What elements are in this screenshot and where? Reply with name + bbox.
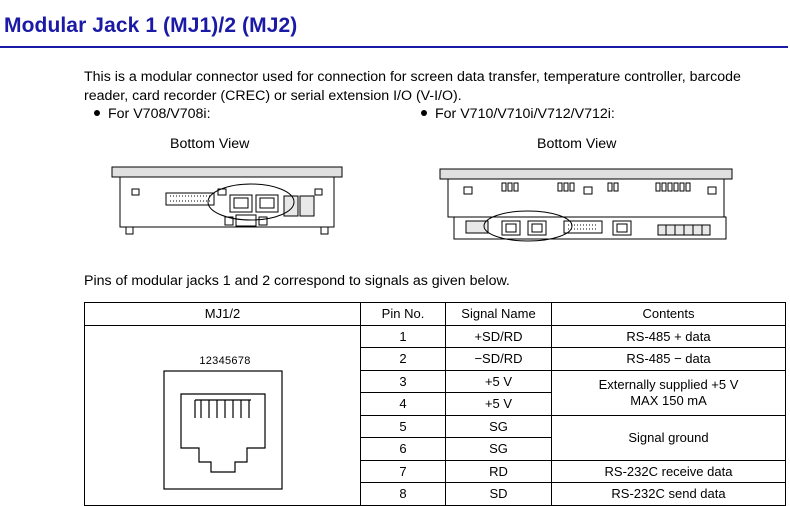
header-contents: Contents: [551, 302, 786, 326]
v708-bottom-view-diagram: [111, 166, 343, 235]
signal-name: −SD/RD: [445, 347, 552, 371]
signal-name: +5 V: [445, 392, 552, 416]
contents: Externally supplied +5 V MAX 150 mA: [551, 369, 786, 416]
table-row: 12345678 1: [84, 324, 786, 506]
pin-no: 7: [360, 459, 446, 483]
table-row: 3 +5 V Externally supplied +5 V MAX 150 …: [85, 369, 786, 416]
pin-no: 5: [360, 414, 446, 438]
view-label-v708: Bottom View: [170, 136, 250, 152]
title-underline: [0, 46, 788, 48]
bullet-dot-icon: [94, 110, 100, 117]
header-jack: MJ1/2: [84, 302, 361, 326]
pin-table: MJ1/2 Pin No. Signal Name Contents 12345…: [84, 302, 786, 506]
header-signal: Signal Name: [445, 302, 552, 326]
table-row: 7 RD RS-232C receive data: [85, 459, 786, 483]
signal-name: SG: [445, 414, 552, 438]
contents: RS-232C send data: [551, 482, 786, 506]
pins-sentence: Pins of modular jacks 1 and 2 correspond…: [84, 273, 510, 289]
table-header-row: MJ1/2 Pin No. Signal Name Contents: [84, 302, 786, 326]
signal-name: +SD/RD: [445, 324, 552, 348]
header-pin: Pin No.: [360, 302, 446, 326]
contents: RS-485 − data: [551, 347, 786, 371]
table-row: 8 SD RS-232C send data: [85, 482, 786, 506]
signal-name: SG: [445, 437, 552, 461]
pin-no: 8: [360, 482, 446, 506]
pin-numbers-label: 12345678: [199, 355, 250, 367]
bullet-dot-icon: [421, 110, 427, 117]
bullet-v708: For V708/V708i:: [94, 106, 211, 122]
pin-no: 2: [360, 347, 446, 371]
pin-no: 3: [360, 369, 446, 393]
signal-name: +5 V: [445, 369, 552, 393]
signal-name: SD: [445, 482, 552, 506]
contents: RS-232C receive data: [551, 459, 786, 483]
bullet-v710: For V710/V710i/V712/V712i:: [421, 106, 615, 122]
v710-bottom-view-diagram: [439, 168, 733, 242]
pin-no: 6: [360, 437, 446, 461]
table-row: 5 SG Signal ground: [85, 414, 786, 461]
bullet-v710-text: For V710/V710i/V712/V712i:: [435, 106, 615, 122]
contents: RS-485 + data: [551, 324, 786, 348]
bullet-v708-text: For V708/V708i:: [108, 106, 211, 122]
jack-diagram-cell: 12345678: [84, 324, 361, 506]
intro-paragraph: This is a modular connector used for con…: [84, 69, 741, 104]
modular-jack-pinout-icon: 12345678: [163, 355, 283, 490]
pin-no: 4: [360, 392, 446, 416]
pin-no: 1: [360, 324, 446, 348]
page-title: Modular Jack 1 (MJ1)/2 (MJ2): [4, 14, 298, 37]
signal-name: RD: [445, 459, 552, 483]
view-label-v710: Bottom View: [537, 136, 617, 152]
table-row: 4 +5 V: [85, 392, 786, 416]
contents: Signal ground: [551, 414, 786, 461]
